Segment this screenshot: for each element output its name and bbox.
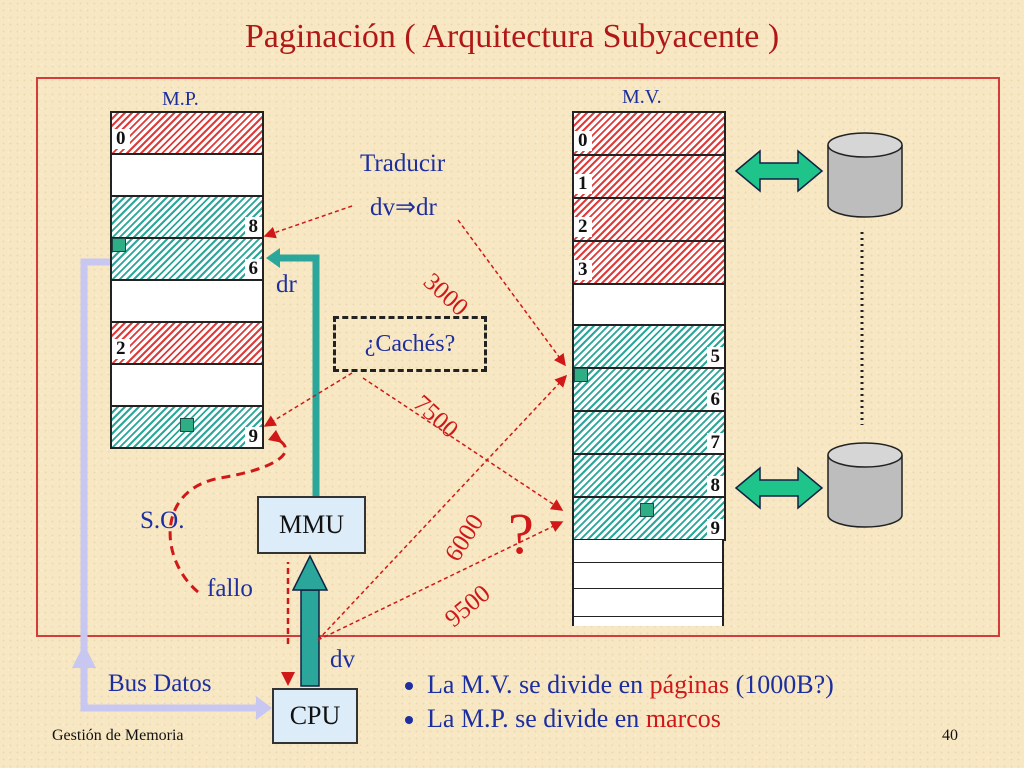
so-label: S.O. bbox=[140, 507, 185, 534]
disk-icon-bottom bbox=[827, 442, 903, 528]
fallo-label: fallo bbox=[207, 575, 253, 602]
mp-frame-3: 6 bbox=[110, 237, 264, 281]
addr6000-arrow bbox=[317, 374, 568, 641]
dr-arrow-line bbox=[278, 254, 320, 496]
data-bus-arrowhead-right bbox=[256, 696, 272, 720]
addr3000-arrow bbox=[457, 219, 566, 367]
dr-label: dr bbox=[276, 271, 297, 298]
mmu-box: MMU bbox=[257, 496, 366, 554]
cache-arrow-to-frame9 bbox=[263, 372, 353, 427]
dv-arrow-shaft bbox=[300, 589, 320, 687]
mv-empty-area bbox=[572, 540, 724, 626]
diagram-frame bbox=[36, 77, 1000, 637]
mv-page-number: 0 bbox=[574, 131, 592, 151]
mp-frame-number: 8 bbox=[244, 217, 262, 237]
disk-arrow-bottom bbox=[734, 466, 824, 510]
mv-page-number: 9 bbox=[706, 519, 724, 539]
mp-frame-1 bbox=[110, 153, 264, 197]
mv-page-number: 3 bbox=[574, 260, 592, 280]
keyword-marcos: marcos bbox=[645, 704, 721, 733]
footer-section-title: Gestión de Memoria bbox=[52, 727, 184, 744]
translate-label-line1: Traducir bbox=[360, 150, 446, 177]
mv-page-6: 6 bbox=[572, 367, 726, 412]
mv-page-number: 5 bbox=[706, 347, 724, 367]
disk-arrow-top bbox=[734, 149, 824, 193]
mp-frame-number: 2 bbox=[112, 339, 130, 359]
mv-page-number: 6 bbox=[706, 390, 724, 410]
data-bus-arrowhead-up bbox=[72, 644, 96, 668]
mv-page-1: 1 bbox=[572, 154, 726, 199]
mv-marker-page5 bbox=[574, 368, 588, 382]
mv-page-3: 3 bbox=[572, 240, 726, 285]
dv-label: dv bbox=[330, 646, 355, 673]
mv-page-4 bbox=[572, 283, 726, 328]
addr9500-arrow bbox=[317, 521, 564, 641]
slide-title: Paginación ( Arquitectura Subyacente ) bbox=[244, 18, 780, 55]
mp-frame-6 bbox=[110, 363, 264, 407]
mv-page-7: 7 bbox=[572, 410, 726, 455]
mv-page-2: 2 bbox=[572, 197, 726, 242]
mp-frame-number: 6 bbox=[244, 259, 262, 279]
disk-icon-top bbox=[827, 132, 903, 218]
mp-marker-frame9 bbox=[180, 418, 194, 432]
so-dashed-curve bbox=[168, 436, 287, 594]
mp-frame-0: 0 bbox=[110, 111, 264, 155]
data-bus-label: Bus Datos bbox=[108, 670, 212, 697]
mp-frame-number: 9 bbox=[244, 427, 262, 447]
mp-label: M.P. bbox=[162, 88, 199, 110]
so-arrowhead bbox=[268, 430, 283, 443]
mv-marker-page9 bbox=[640, 503, 654, 517]
page-number: 40 bbox=[942, 727, 958, 744]
dr-arrow-head bbox=[266, 248, 280, 268]
bullet-item-pages: La M.V. se divide en páginas (1000B?) bbox=[427, 670, 834, 700]
mv-page-number: 8 bbox=[706, 476, 724, 496]
mv-page-number: 7 bbox=[706, 433, 724, 453]
mp-frame-5: 2 bbox=[110, 321, 264, 365]
mv-page-number: 1 bbox=[574, 174, 592, 194]
data-bus-line bbox=[80, 258, 262, 712]
mv-page-number: 2 bbox=[574, 217, 592, 237]
mp-frame-2: 8 bbox=[110, 195, 264, 239]
mp-frame-number: 0 bbox=[112, 129, 130, 149]
addr7500-arrow bbox=[362, 377, 564, 511]
mp-frame-4 bbox=[110, 279, 264, 323]
translate-arrow-to-frame8 bbox=[263, 205, 353, 239]
mv-page-8: 8 bbox=[572, 453, 726, 498]
translate-label-line2: dv⇒dr bbox=[370, 194, 437, 221]
question-mark: ? bbox=[508, 501, 534, 566]
mv-page-5: 5 bbox=[572, 324, 726, 369]
bullet-item-frames: La M.P. se divide en marcos bbox=[427, 704, 834, 734]
mp-marker-frame6 bbox=[112, 238, 126, 252]
dv-arrow-head bbox=[291, 554, 329, 591]
mv-page-0: 0 bbox=[572, 111, 726, 156]
mv-label: M.V. bbox=[622, 86, 662, 108]
caches-box: ¿Cachés? bbox=[333, 316, 487, 372]
cpu-box: CPU bbox=[272, 688, 358, 744]
bullet-list: La M.V. se divide en páginas (1000B?) La… bbox=[393, 670, 834, 738]
fallo-arrowhead-down bbox=[281, 672, 295, 686]
keyword-paginas: páginas bbox=[649, 670, 730, 699]
